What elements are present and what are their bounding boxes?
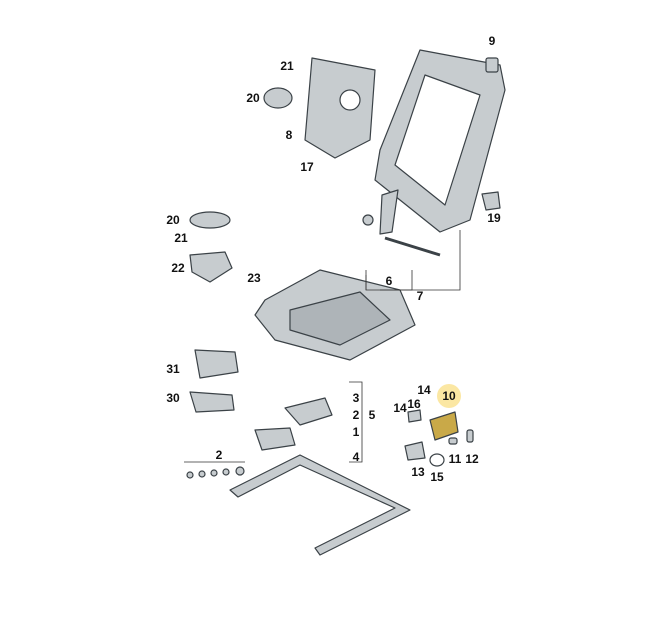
screws-2 bbox=[186, 466, 245, 479]
callout-label[interactable]: 19 bbox=[487, 211, 501, 225]
lumbar-panel bbox=[304, 57, 376, 159]
callout-label[interactable]: 11 bbox=[448, 452, 462, 466]
callout-label[interactable]: 23 bbox=[247, 271, 261, 285]
motor-1 bbox=[254, 427, 296, 451]
callout-label[interactable]: 30 bbox=[166, 391, 180, 405]
callout-label[interactable]: 15 bbox=[430, 470, 444, 484]
part-16 bbox=[407, 409, 422, 423]
callout-label[interactable]: 20 bbox=[246, 91, 260, 105]
callout-label[interactable]: 16 bbox=[407, 397, 421, 411]
part-9 bbox=[485, 57, 499, 73]
part-10 bbox=[429, 411, 459, 441]
recliner-6 bbox=[379, 189, 399, 235]
callout-label[interactable]: 6 bbox=[385, 274, 393, 288]
part-20-lower bbox=[189, 211, 231, 229]
callout-label[interactable]: 14 bbox=[393, 401, 407, 415]
callout-label[interactable]: 2 bbox=[352, 408, 360, 422]
callout-label[interactable]: 7 bbox=[416, 289, 424, 303]
highlight-marker bbox=[437, 384, 461, 408]
seat-rail bbox=[229, 454, 411, 556]
part-22 bbox=[189, 251, 233, 283]
callout-label[interactable]: 22 bbox=[171, 261, 185, 275]
backrest-frame bbox=[374, 49, 506, 233]
callout-label[interactable]: 13 bbox=[411, 465, 425, 479]
part-20-top bbox=[263, 87, 293, 109]
part-11 bbox=[448, 437, 458, 445]
callout-label[interactable]: 2 bbox=[215, 448, 223, 462]
part-30 bbox=[189, 391, 235, 413]
callout-label[interactable]: 1 bbox=[352, 425, 360, 439]
callout-label[interactable]: 31 bbox=[166, 362, 180, 376]
part-12 bbox=[466, 429, 474, 443]
callout-label[interactable]: 20 bbox=[166, 213, 180, 227]
part-15 bbox=[429, 453, 445, 467]
part-13 bbox=[404, 441, 426, 461]
callout-label[interactable]: 17 bbox=[300, 160, 314, 174]
callout-label[interactable]: 10 bbox=[442, 389, 456, 403]
callout-label[interactable]: 3 bbox=[352, 391, 360, 405]
callout-label[interactable]: 8 bbox=[285, 128, 293, 142]
callout-label[interactable]: 12 bbox=[465, 452, 479, 466]
callout-label[interactable]: 21 bbox=[174, 231, 188, 245]
callout-label[interactable]: 9 bbox=[488, 34, 496, 48]
callout-label[interactable]: 21 bbox=[280, 59, 294, 73]
part-31 bbox=[194, 349, 239, 379]
callout-label[interactable]: 5 bbox=[368, 408, 376, 422]
callout-label[interactable]: 4 bbox=[352, 450, 360, 464]
motor-3 bbox=[284, 397, 333, 426]
callout-label[interactable]: 14 bbox=[417, 383, 431, 397]
lumbar-hole bbox=[339, 89, 361, 111]
part-19 bbox=[481, 191, 501, 211]
